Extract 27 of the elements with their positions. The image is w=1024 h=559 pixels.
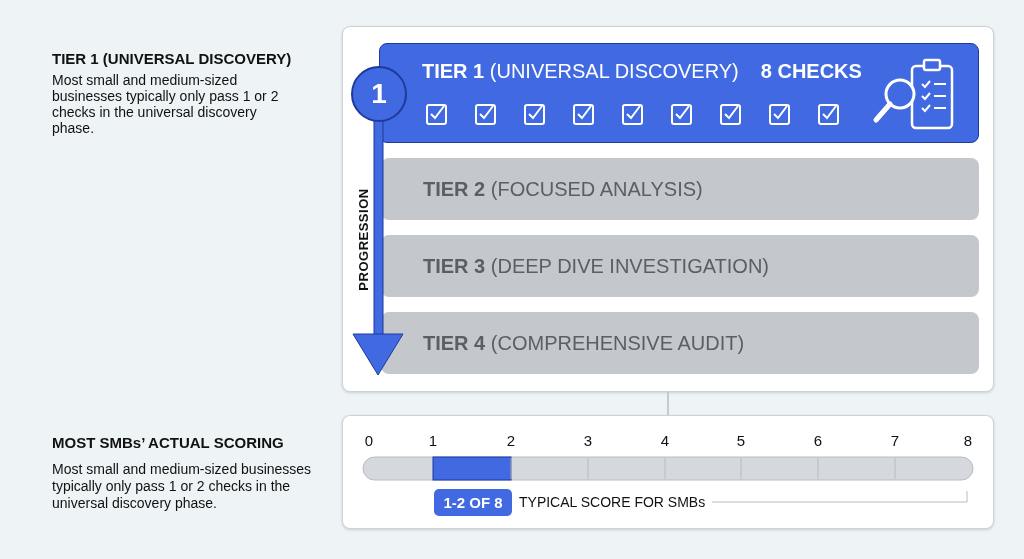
section-heading: MOST SMBs’ ACTUAL SCORING <box>52 434 284 451</box>
score-caption: TYPICAL SCORE FOR SMBs <box>519 494 706 510</box>
tick-label: 2 <box>505 432 517 449</box>
tick-label: 8 <box>962 432 974 449</box>
tier-bar <box>381 312 979 374</box>
tick-label: 7 <box>889 432 901 449</box>
connector-line <box>667 391 669 416</box>
tier-title: TIER 3 (DEEP DIVE INVESTIGATION) <box>423 254 769 278</box>
score-badge: 1-2 OF 8 <box>434 489 512 516</box>
tick-label: 0 <box>363 432 375 449</box>
tick-label: 4 <box>659 432 671 449</box>
tier-title: TIER 2 (FOCUSED ANALYSIS) <box>423 177 703 201</box>
tick-label: 3 <box>582 432 594 449</box>
tier-title: TIER 4 (COMPREHENSIVE AUDIT) <box>423 331 745 355</box>
step-number-circle: 1 <box>351 66 407 122</box>
tick-label: 5 <box>735 432 747 449</box>
section-heading: TIER 1 (UNIVERSAL DISCOVERY) <box>52 50 292 67</box>
axis-label: PROGRESSION <box>355 187 371 293</box>
tier-title: TIER 1 (UNIVERSAL DISCOVERY) <box>422 60 739 83</box>
check-count: 8 CHECKS <box>760 60 862 83</box>
tier-bar <box>381 158 979 220</box>
tier-bar <box>381 235 979 297</box>
description-text: Most small and medium-sized businesses typically only pass 1 or 2 checks in the universal discovery phase. <box>52 461 313 512</box>
panel-card <box>342 26 994 392</box>
tick-label: 1 <box>427 432 439 449</box>
tick-label: 6 <box>812 432 824 449</box>
description-text: Most small and medium-sized businesses typically only pass 1 or 2 checks in the universal discovery phase. <box>52 72 280 136</box>
